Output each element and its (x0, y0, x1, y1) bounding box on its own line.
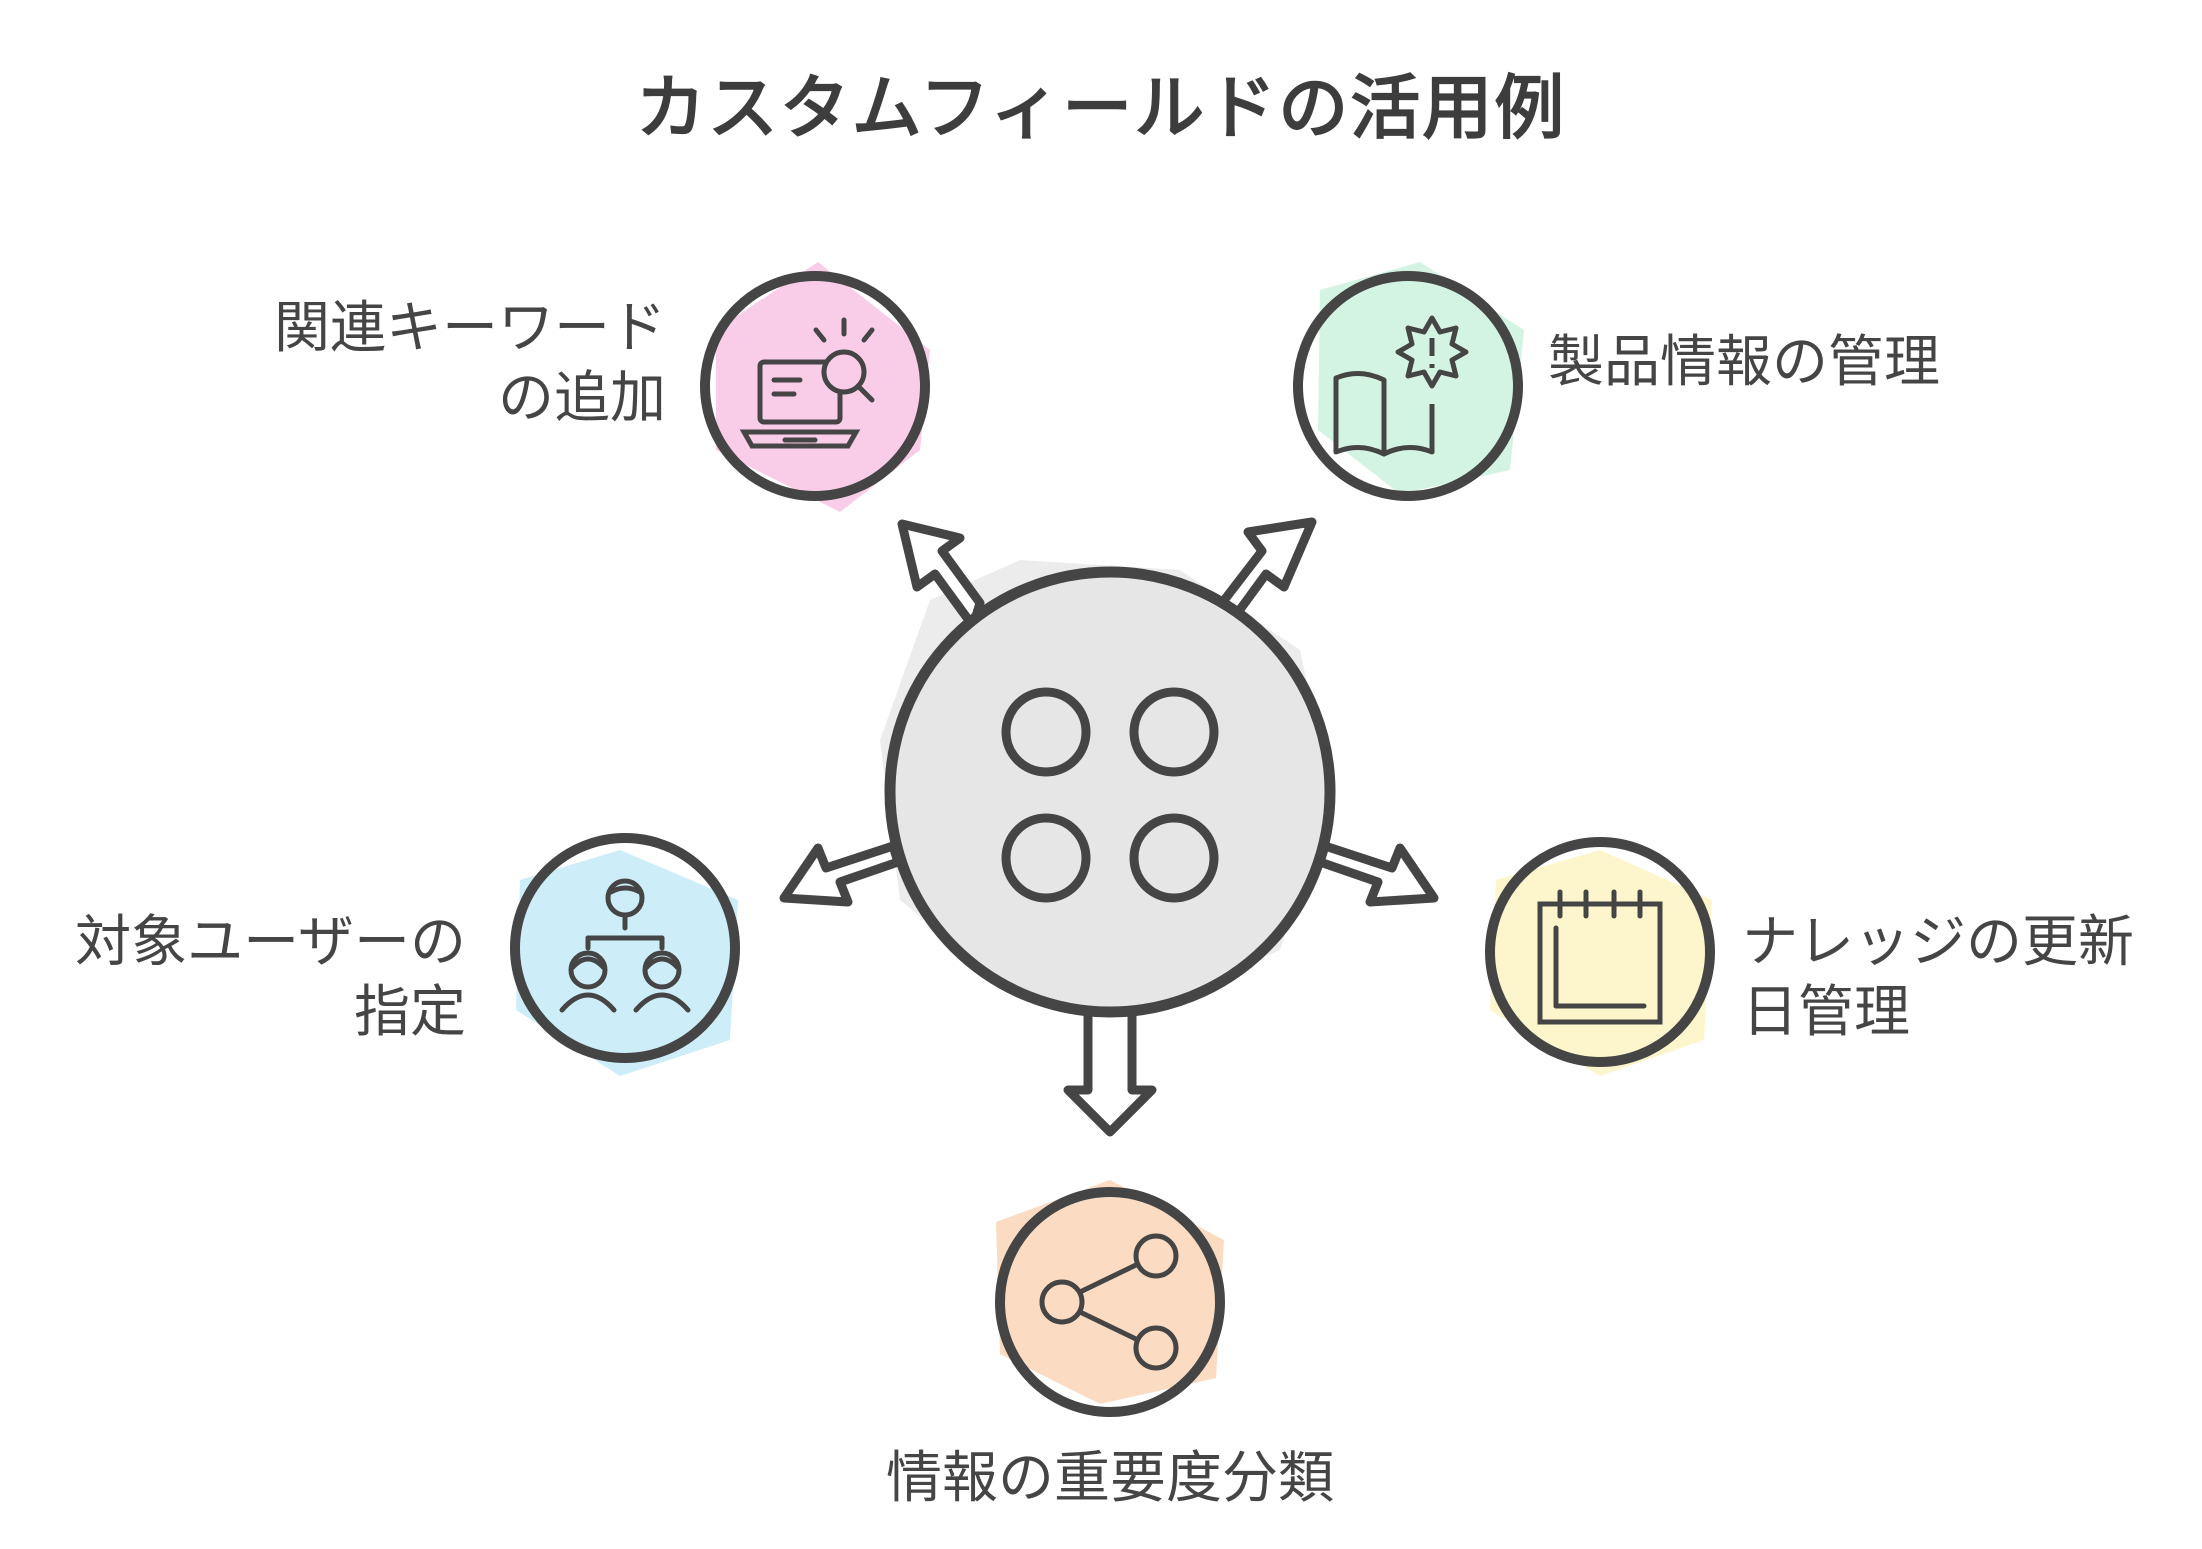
label-importance-line-1: 情報の重要度分類 (886, 1446, 1334, 1511)
calendar-icon (1537, 889, 1663, 1025)
label-keywords: 関連キーワード の追加 (160, 294, 666, 434)
node-keywords (700, 262, 930, 512)
label-product-info-line-1: 製品情報の管理 (1548, 330, 1940, 395)
label-target-users-line-1: 対象ユーザーの (75, 910, 466, 975)
label-target-users: 対象ユーザーの 指定 (20, 908, 466, 1048)
arrow-to-importance (1063, 1005, 1157, 1137)
label-update-date-line-2: 日管理 (1742, 980, 1910, 1045)
node-keywords-bg (716, 262, 930, 512)
four-circles-icon (1001, 687, 1219, 903)
arrow-to-keywords (897, 519, 985, 631)
diagram-title: カスタムフィールドの活用例 (635, 67, 1567, 149)
label-update-date-line-1: ナレッジの更新 (1742, 910, 2134, 975)
node-target-users (510, 833, 740, 1076)
node-update-date (1485, 837, 1715, 1076)
arrow-to-product-info (1217, 517, 1317, 631)
label-importance: 情報の重要度分類 (810, 1444, 1410, 1514)
laptop-search-icon (739, 317, 875, 449)
node-product-info (1293, 262, 1524, 501)
label-keywords-line-2: の追加 (498, 366, 666, 431)
arrow-to-target-users (779, 841, 903, 907)
node-update-date-bg (1490, 850, 1712, 1076)
label-keywords-line-1: 関連キーワード (274, 296, 666, 361)
users-icon (559, 878, 691, 1013)
hub-node (884, 566, 1336, 1018)
label-update-date: ナレッジの更新 日管理 (1742, 908, 2192, 1048)
node-product-info-bg (1318, 262, 1524, 494)
node-importance (995, 1180, 1225, 1417)
node-target-users-bg (516, 850, 738, 1076)
label-product-info: 製品情報の管理 (1548, 328, 2108, 398)
book-alert-icon (1333, 315, 1469, 457)
share-icon (1039, 1233, 1179, 1371)
label-target-users-line-2: 指定 (354, 980, 466, 1045)
node-importance-bg (996, 1180, 1224, 1404)
arrow-to-update-date (1315, 841, 1439, 907)
